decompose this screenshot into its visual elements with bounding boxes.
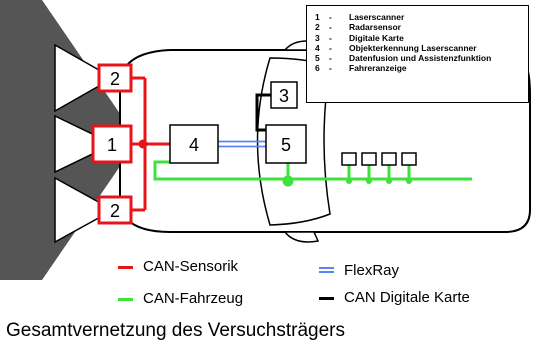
object-detection-label: 4 bbox=[189, 135, 199, 155]
radar-bottom-label: 2 bbox=[110, 201, 120, 221]
component-legend: 1-Laserscanner 2-Radarsensor 3-Digitale … bbox=[306, 5, 529, 103]
display-node bbox=[346, 178, 352, 184]
fusion-label: 5 bbox=[281, 135, 291, 155]
can-karte-bus bbox=[255, 93, 271, 132]
flexray-swatch bbox=[319, 267, 334, 273]
display-node bbox=[386, 178, 392, 184]
can-fahrzeug-legend-label: CAN-Fahrzeug bbox=[143, 290, 244, 307]
can-fahrzeug-swatch bbox=[118, 298, 133, 301]
can-karte-legend-label: CAN Digitale Karte bbox=[344, 289, 470, 306]
digital-map-box bbox=[270, 81, 298, 109]
can-karte-swatch bbox=[319, 297, 334, 300]
can-sensorik-swatch bbox=[118, 266, 133, 269]
legend-item: 5-Datenfusion und Assistenzfunktion bbox=[315, 53, 492, 64]
flexray-bus bbox=[218, 140, 266, 148]
can-sensorik-legend-label: CAN-Sensorik bbox=[143, 258, 239, 275]
can-fahrzeug-node bbox=[282, 175, 294, 187]
laser-beam bbox=[54, 114, 115, 174]
laserscanner-box bbox=[91, 124, 133, 164]
radar-bottom-beam bbox=[54, 176, 115, 244]
radar-bottom-box bbox=[97, 195, 133, 225]
legend-item: 3-Digitale Karte bbox=[315, 32, 404, 43]
display-node bbox=[366, 178, 372, 184]
fusion-box bbox=[265, 124, 307, 164]
digital-map-label: 3 bbox=[279, 86, 289, 106]
radar-top-beam bbox=[54, 43, 115, 113]
laserscanner-label: 1 bbox=[107, 135, 117, 155]
radar-top-box bbox=[97, 63, 133, 93]
display-node bbox=[406, 178, 412, 184]
legend-item: 2-Radarsensor bbox=[315, 22, 401, 33]
legend-item: 4-Objekterkennung Laserscanner bbox=[315, 42, 477, 53]
radar-top-label: 2 bbox=[110, 69, 120, 89]
figure-caption: Gesamtvernetzung des Versuchsträgers bbox=[6, 320, 346, 341]
driver-display bbox=[341, 152, 417, 166]
legend-item: 1-Laserscanner bbox=[315, 12, 405, 22]
mirror-bottom bbox=[283, 231, 320, 243]
legend-item: 6-Fahreranzeige bbox=[315, 63, 407, 74]
can-sensorik-node bbox=[138, 139, 148, 149]
object-detection-box bbox=[169, 124, 219, 164]
flexray-legend-label: FlexRay bbox=[344, 262, 400, 279]
